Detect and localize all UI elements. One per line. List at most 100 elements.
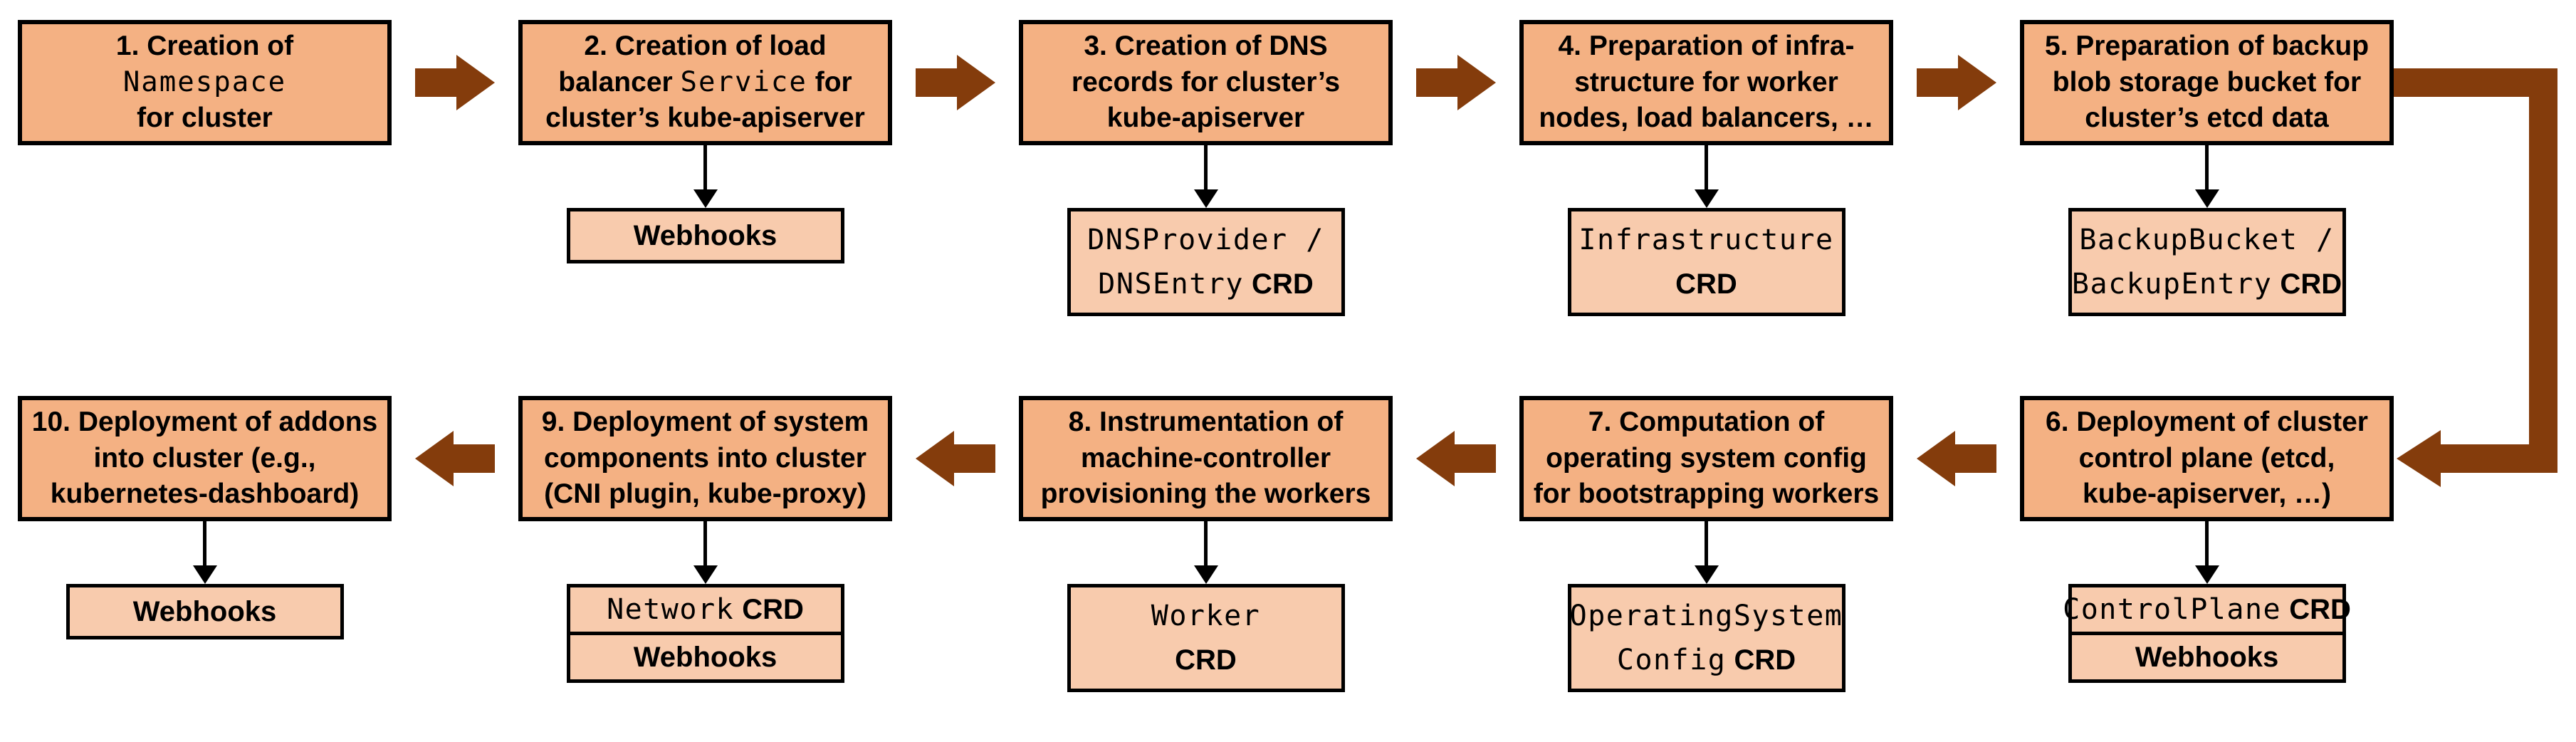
text-segment: cluster’s kube-apiserver — [545, 103, 865, 134]
text-line: operating system config — [1546, 441, 1867, 477]
text-line: BackupEntry CRD — [2072, 262, 2342, 306]
connector-line — [2205, 145, 2209, 189]
text-line: 7. Computation of — [1588, 404, 1824, 441]
arrowhead-down-icon — [1193, 565, 1218, 584]
arrowhead-left-icon — [415, 431, 454, 486]
text-line: BackupBucket / — [2079, 218, 2334, 262]
arrowhead-right-icon — [456, 55, 495, 110]
arrowhead-right-icon — [957, 55, 995, 110]
text-segment: machine-controller — [1080, 442, 1331, 474]
text-segment: for bootstrapping workers — [1533, 479, 1880, 510]
flow-arrow-6-to-7 — [1893, 396, 2020, 521]
connector-arrow-step-5 — [2194, 145, 2219, 208]
arrowhead-left-icon — [1917, 431, 1955, 486]
text-segment: components into cluster — [544, 442, 866, 474]
flow-arrow-3-to-4 — [1393, 20, 1519, 145]
arrowhead-down-icon — [192, 565, 217, 584]
text-segment: CRD — [2272, 268, 2342, 300]
text-line: into cluster (e.g., — [93, 441, 315, 477]
text-segment: (CNI plugin, kube-proxy) — [544, 479, 866, 510]
text-line: kube-apiserver, …) — [2083, 476, 2331, 513]
connector-line — [703, 145, 707, 189]
text-line: (CNI plugin, kube-proxy) — [544, 476, 866, 513]
arrow-shaft — [454, 444, 495, 473]
arrowhead-down-icon — [1694, 565, 1719, 584]
arrow-shaft — [1955, 444, 1996, 473]
text-line: Webhooks — [133, 596, 277, 628]
text-segment: kube-apiserver — [1106, 103, 1305, 134]
text-segment: 10. Deployment of addons — [31, 406, 378, 437]
text-segment: Service — [680, 66, 807, 98]
connector-line — [2205, 521, 2209, 565]
text-line: 1. Creation of — [116, 28, 293, 65]
connector-arrow-step-9 — [693, 521, 718, 584]
text-line: 5. Preparation of backup — [2045, 28, 2369, 65]
text-segment: Webhooks — [2135, 641, 2279, 673]
text-segment: CRD — [2281, 594, 2351, 625]
text-line: 6. Deployment of cluster — [2046, 404, 2368, 441]
text-line: 4. Preparation of infra- — [1558, 28, 1854, 65]
text-line: ControlPlane CRD — [2063, 593, 2351, 626]
arrow-shaft — [1416, 68, 1457, 97]
text-segment: CRD — [1243, 268, 1314, 300]
connector-arrow-step-3 — [1193, 145, 1218, 208]
connector-line — [203, 521, 206, 565]
arrowhead-left-icon — [1416, 431, 1455, 486]
text-line: 3. Creation of DNS — [1084, 28, 1327, 65]
text-line: kube-apiserver — [1107, 100, 1304, 137]
connector-line — [1204, 145, 1208, 189]
text-segment: 9. Deployment of system — [541, 406, 869, 437]
elbow-arrow-bottom-segment — [2441, 444, 2557, 473]
text-segment: 1. Creation of — [115, 30, 294, 61]
step-9-group: 9. Deployment of system components into c… — [518, 396, 892, 683]
arrow-shaft — [415, 68, 456, 97]
text-segment: DNSProvider / — [1087, 224, 1324, 256]
text-segment: Namespace — [122, 66, 287, 98]
arrow-shaft — [954, 444, 995, 473]
flow-arrow-4-to-5 — [1893, 20, 2020, 145]
text-line: Webhooks — [634, 642, 777, 674]
webhooks-box: Webhooks — [2068, 632, 2346, 683]
text-segment: ControlPlane — [2063, 593, 2282, 626]
elbow-arrowhead-left-icon — [2397, 430, 2441, 487]
text-segment: 4. Preparation of infra- — [1558, 30, 1855, 61]
arrow-shaft — [1455, 444, 1496, 473]
step-4-box: 4. Preparation of infra-structure for wo… — [1519, 20, 1893, 145]
arrowhead-down-icon — [2194, 189, 2219, 208]
elbow-arrow-vertical-segment — [2529, 68, 2557, 473]
text-line: kubernetes-dashboard) — [51, 476, 359, 513]
text-line: Webhooks — [634, 220, 777, 252]
text-line: nodes, load balancers, … — [1539, 100, 1873, 137]
arrowhead-down-icon — [1193, 189, 1218, 208]
text-segment: cluster’s etcd data — [2085, 103, 2329, 134]
text-segment: OperatingSystem — [1569, 600, 1843, 632]
step-8-group: 8. Instrumentation of machine-controller p… — [1019, 396, 1393, 692]
arrowhead-down-icon — [1694, 189, 1719, 208]
text-line: cluster’s kube-apiserver — [545, 100, 865, 137]
arrowhead-down-icon — [2194, 565, 2219, 584]
text-segment: BackupEntry — [2071, 268, 2273, 301]
text-segment: control plane (etcd, — [2078, 442, 2335, 474]
text-segment: nodes, load balancers, … — [1539, 103, 1874, 134]
text-segment: 2. Creation of load — [584, 30, 827, 61]
text-segment: into cluster (e.g., — [93, 442, 316, 474]
text-line: machine-controller — [1081, 441, 1331, 477]
text-segment: 5. Preparation of backup — [2044, 30, 2370, 61]
text-line: for bootstrapping workers — [1534, 476, 1879, 513]
text-segment: for — [807, 66, 852, 98]
text-segment: Webhooks — [633, 219, 777, 251]
text-line: 2. Creation of load — [584, 28, 826, 65]
text-segment: 8. Instrumentation of — [1068, 406, 1344, 437]
flow-arrow-9-to-10 — [392, 396, 518, 521]
text-segment: provisioning the workers — [1040, 479, 1371, 510]
flow-arrow-1-to-2 — [392, 20, 518, 145]
